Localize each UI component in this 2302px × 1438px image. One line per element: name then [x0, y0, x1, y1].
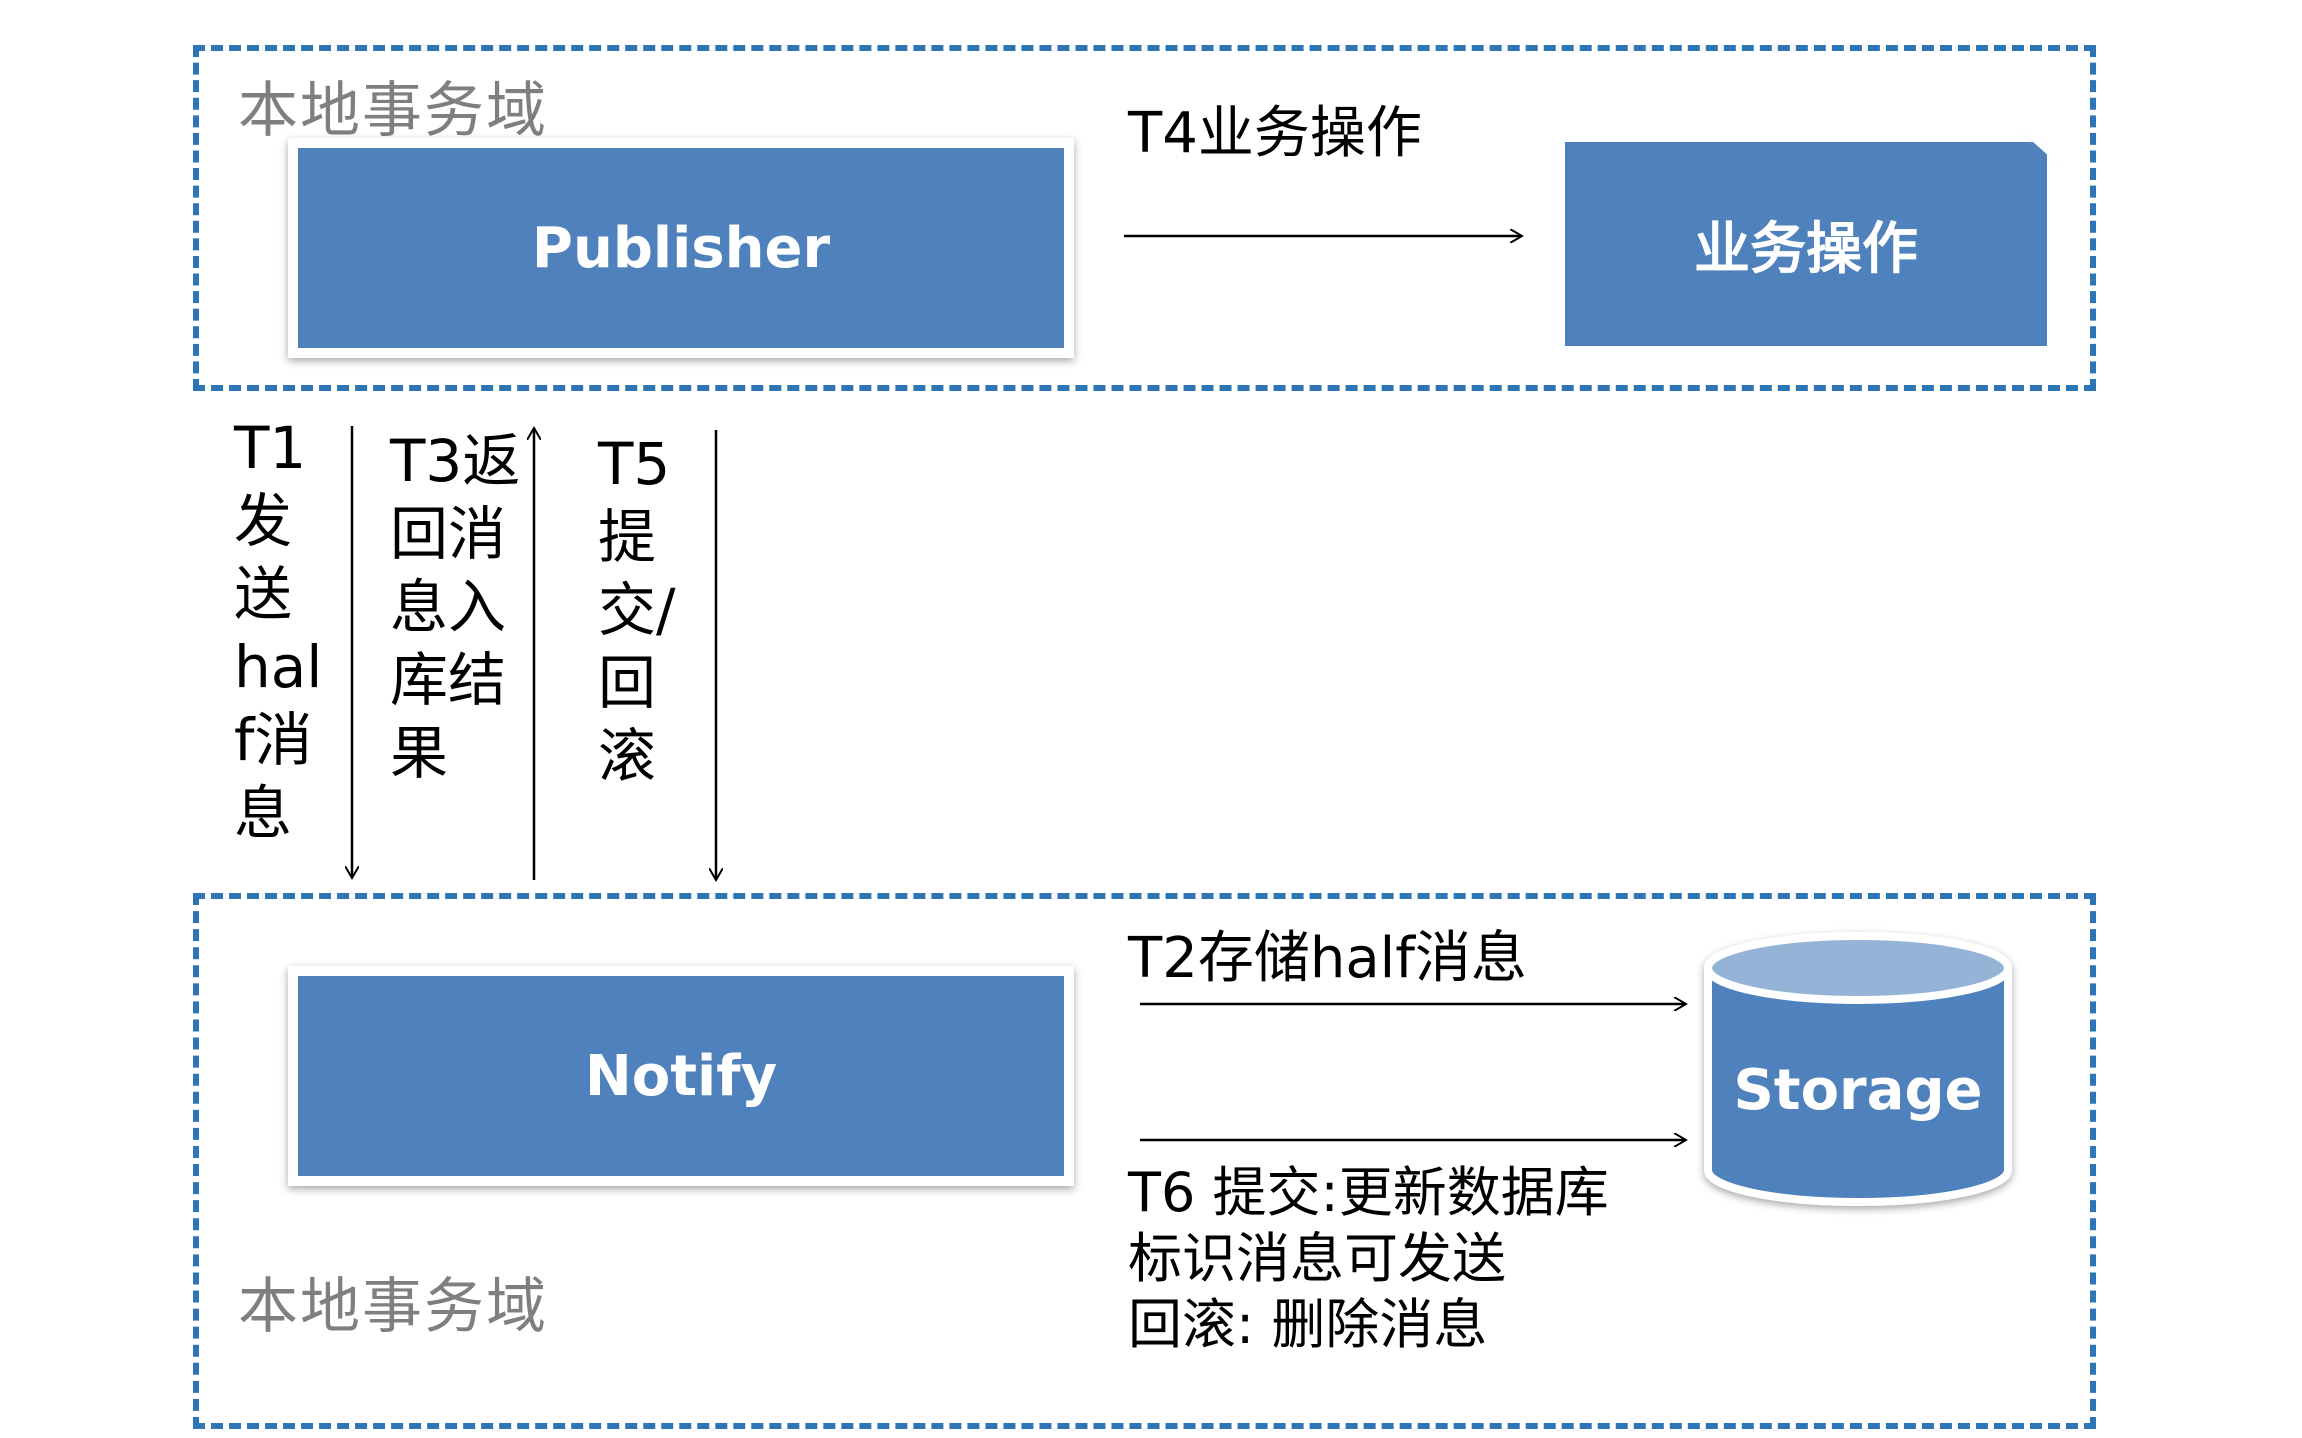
- bottom-domain-label: 本地事务域: [238, 1272, 548, 1342]
- t3-line-1: T3返: [390, 427, 521, 495]
- t1-line-3: 送: [234, 560, 293, 628]
- t3-line-4: 库结: [390, 646, 507, 714]
- t6-line-1: T6 提交:更新数据库: [1128, 1161, 1609, 1224]
- t1-line-4: hal: [234, 633, 323, 701]
- storage-label: Storage: [1733, 1058, 1983, 1123]
- t5-line-1: T5: [598, 430, 671, 498]
- t6-line-3: 回滚: 删除消息: [1128, 1293, 1488, 1356]
- publisher-node: Publisher: [288, 138, 1074, 358]
- publisher-label: Publisher: [531, 215, 831, 281]
- t1-line-1: T1: [234, 414, 307, 482]
- t3-line-3: 息入: [390, 573, 507, 641]
- t3-line-2: 回消: [390, 500, 507, 568]
- t5-line-4: 回: [598, 649, 657, 717]
- business-operation-node: 业务操作: [1555, 132, 2057, 356]
- t3-line-5: 果: [390, 719, 449, 787]
- t5-line-3: 交/: [598, 576, 676, 644]
- top-domain-label: 本地事务域: [238, 76, 548, 146]
- t6-line-2: 标识消息可发送: [1128, 1227, 1506, 1290]
- t4-label: T4业务操作: [1128, 101, 1422, 166]
- t2-label: T2存储half消息: [1128, 926, 1527, 991]
- t1-line-2: 发: [234, 487, 293, 555]
- t5-label: T5 提 交/ 回 滚: [598, 428, 676, 793]
- t6-label: T6 提交:更新数据库 标识消息可发送 回滚: 删除消息: [1128, 1160, 1609, 1358]
- t3-label: T3返 回消 息入 库结 果: [390, 425, 520, 790]
- notify-label: Notify: [584, 1043, 778, 1109]
- notify-node: Notify: [288, 966, 1074, 1186]
- top-transaction-domain: [193, 45, 2096, 391]
- t5-line-2: 提: [598, 503, 657, 571]
- t1-label: T1 发 送 hal f消 息: [234, 412, 322, 850]
- t5-line-5: 滚: [598, 722, 657, 790]
- t1-line-5: f消: [234, 706, 313, 774]
- storage-cylinder: [1704, 932, 2012, 1206]
- bottom-transaction-domain: [193, 893, 2096, 1429]
- business-operation-label: 业务操作: [1694, 216, 1918, 282]
- t1-line-6: 息: [234, 779, 293, 847]
- storage-cylinder-top: [1704, 932, 2012, 1004]
